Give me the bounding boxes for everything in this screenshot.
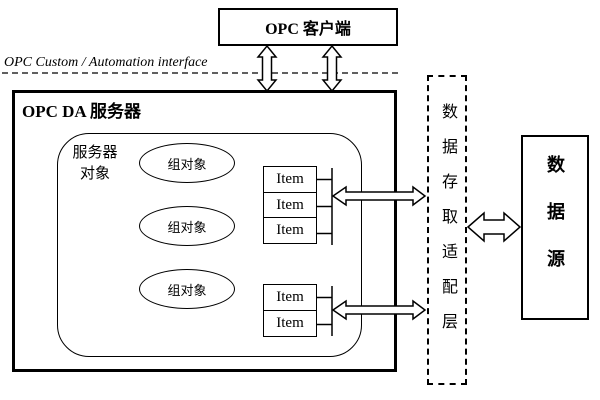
- item-stack-top: Item Item Item: [263, 166, 317, 244]
- data-source-label: 数据源: [545, 155, 565, 296]
- adapter-datasource-arrow: [466, 211, 522, 243]
- item-box: Item: [263, 217, 317, 244]
- opc-da-server-label: OPC DA 服务器: [22, 102, 141, 121]
- server-object-label: 服务器 对象: [60, 142, 130, 184]
- item-box: Item: [263, 309, 317, 337]
- server-object-label-line2: 对象: [79, 165, 110, 182]
- interface-label: OPC Custom / Automation interface: [4, 55, 208, 70]
- group-object-ellipse-2: 组对象: [139, 206, 235, 246]
- data-access-adapter-label: 数据存取适配层: [439, 103, 456, 348]
- item-box: Item: [263, 166, 317, 193]
- client-server-arrow-left: [256, 44, 278, 93]
- group-object-ellipse-1: 组对象: [139, 143, 235, 183]
- item-box: Item: [263, 284, 317, 311]
- item-box: Item: [263, 191, 317, 219]
- group-object-label-1: 组对象: [167, 156, 207, 172]
- server-object-container: [57, 133, 362, 357]
- data-access-adapter-box: 数据存取适配层: [427, 75, 467, 385]
- opc-client-box: OPC 客户端: [218, 8, 398, 46]
- item-stack-bottom: Item Item: [263, 284, 317, 337]
- client-server-arrow-right: [321, 44, 343, 93]
- data-source-box: 数据源: [521, 135, 589, 320]
- group-object-label-2: 组对象: [167, 219, 207, 235]
- group-object-ellipse-3: 组对象: [139, 269, 235, 309]
- opc-client-label: OPC 客户端: [265, 21, 351, 38]
- server-object-label-line1: 服务器: [72, 144, 118, 161]
- group-object-label-3: 组对象: [167, 282, 207, 298]
